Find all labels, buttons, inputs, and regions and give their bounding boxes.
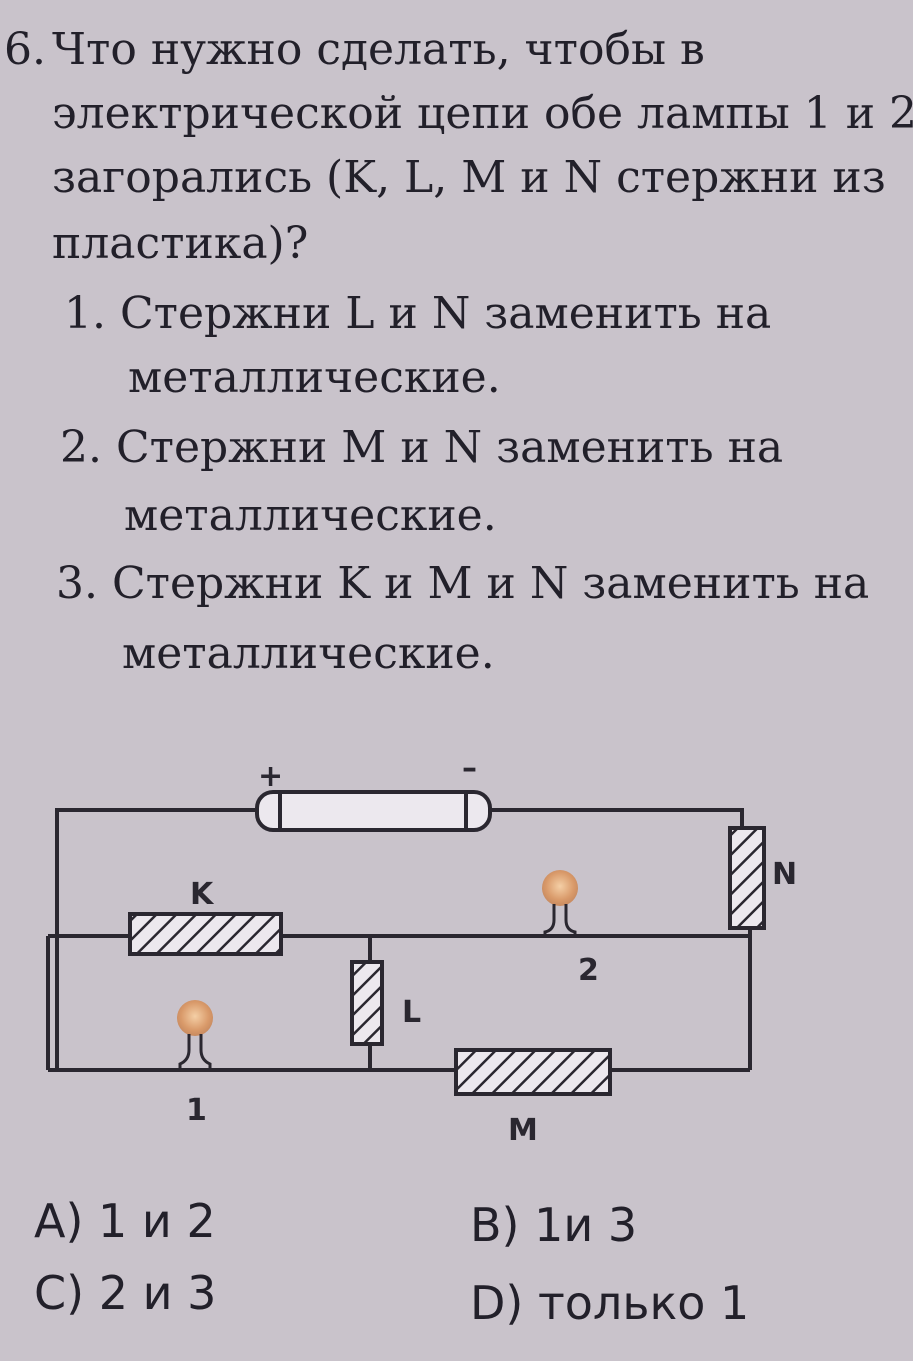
question-line-4: пластика)?: [52, 218, 309, 269]
rod-n: [728, 826, 766, 930]
battery-minus-label: –: [462, 751, 477, 786]
battery: [255, 790, 492, 832]
answer-a: A) 1 и 2: [34, 1194, 216, 1248]
lamp-1-label: 1: [186, 1093, 207, 1128]
rod-k-label: K: [190, 877, 215, 912]
battery-plus-label: +: [258, 759, 283, 794]
option-1-continuation: металлические.: [128, 352, 501, 403]
lamp-1: [177, 1000, 213, 1070]
answer-b: B) 1и 3: [470, 1198, 638, 1252]
option-1-text: 1. Стержни L и N заменить на: [64, 288, 772, 339]
rod-l: [350, 960, 384, 1046]
question-line-1: Что нужно сделать, чтобы в: [52, 24, 705, 75]
option-2-text: 2. Стержни M и N заменить на: [60, 422, 784, 473]
rod-m-label: M: [508, 1113, 538, 1148]
lamp-2: [542, 870, 578, 936]
rod-k: [128, 912, 283, 956]
circuit-wires: [46, 808, 752, 1072]
lamp-2-label: 2: [578, 953, 599, 988]
rod-n-label: N: [772, 857, 797, 892]
answer-c: C) 2 и 3: [34, 1266, 217, 1320]
option-2-continuation: металлические.: [124, 490, 497, 541]
rod-l-label: L: [402, 995, 421, 1030]
option-3-text: 3. Стержни K и M и N заменить на: [56, 558, 870, 609]
answer-d: D) только 1: [470, 1276, 750, 1330]
rod-m: [454, 1048, 612, 1096]
question-line-2: электрической цепи обе лампы 1 и 2: [52, 88, 913, 139]
option-3-continuation: металлические.: [122, 628, 495, 679]
question-line-3: загорались (K, L, M и N стержни из: [52, 152, 886, 203]
question-number: 6.: [4, 24, 46, 75]
